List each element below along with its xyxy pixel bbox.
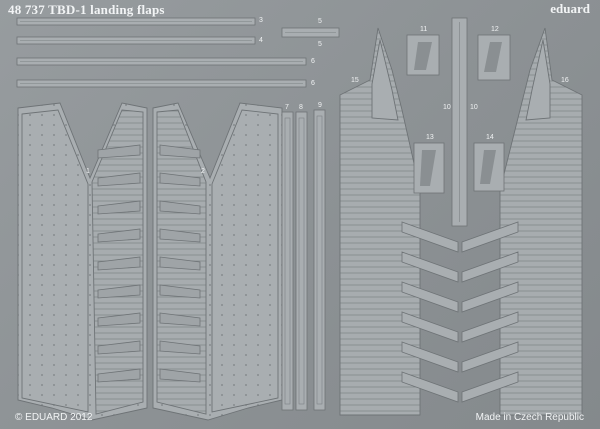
part-number: 2: [201, 168, 205, 175]
origin-label: Made in Czech Republic: [475, 412, 584, 423]
rib-parts: [281, 109, 326, 411]
copyright: © EDUARD 2012: [15, 412, 93, 423]
part-number: 5: [318, 18, 322, 25]
part-number: 10: [470, 104, 478, 111]
chevron-parts: [401, 221, 519, 403]
part-number: 1: [86, 168, 90, 175]
part-number: 10: [443, 104, 451, 111]
part-number: 4: [259, 37, 263, 44]
sheet-title: 48 737 TBD-1 landing flaps: [8, 2, 165, 17]
part-number: 7: [285, 104, 289, 111]
part-number: 15: [351, 77, 359, 84]
part-number: 9: [318, 102, 322, 109]
part-number: 3: [259, 17, 263, 24]
flap-part-15: [339, 27, 421, 416]
part-number: 12: [491, 26, 499, 33]
part-number: 13: [426, 134, 434, 141]
part-number: 8: [299, 104, 303, 111]
part-number: 11: [420, 26, 428, 33]
part-number: 14: [486, 134, 494, 141]
part-number: 5: [318, 41, 322, 48]
flap-part-16: [499, 27, 583, 416]
part-number: 6: [311, 80, 315, 87]
strip-parts: [16, 17, 340, 88]
part-number: 6: [311, 58, 315, 65]
part-number: 16: [561, 77, 569, 84]
brand-logo: eduard: [550, 1, 590, 16]
